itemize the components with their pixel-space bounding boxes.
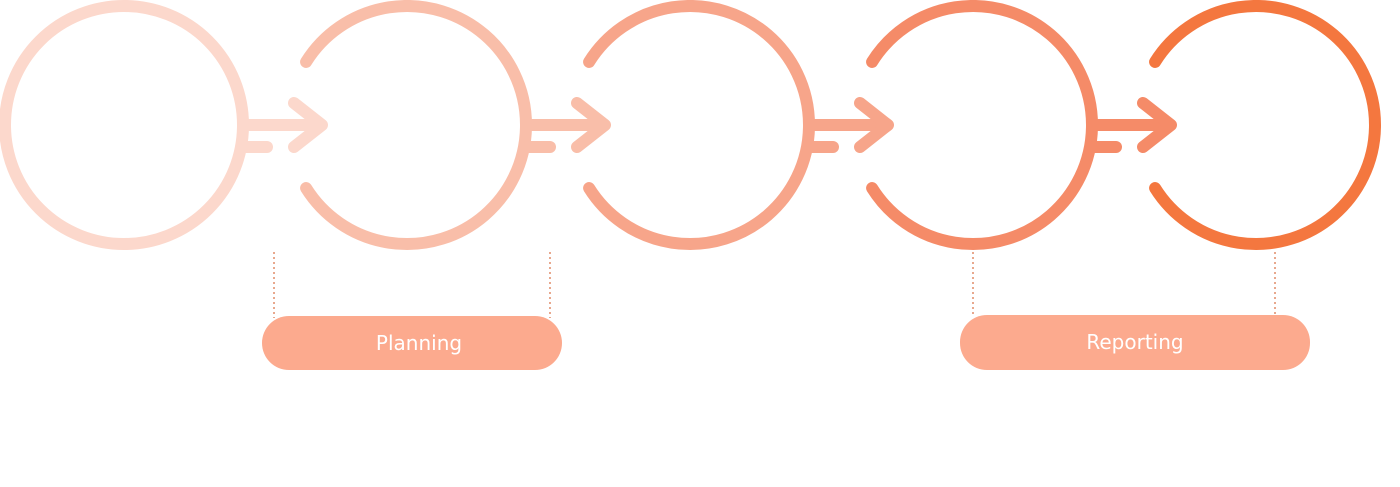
arrow-head xyxy=(1137,97,1177,153)
step-2 xyxy=(300,0,532,250)
phase-groups: Planning Reporting xyxy=(262,252,1310,370)
planning-pill xyxy=(262,316,562,370)
step-ring xyxy=(1149,0,1381,250)
step-ring xyxy=(300,0,532,250)
step-ring xyxy=(583,0,815,250)
step-4 xyxy=(866,0,1098,250)
connector-arrow-2 xyxy=(520,97,611,153)
step-5 xyxy=(1149,0,1381,250)
arrow-head xyxy=(571,97,611,153)
step-3 xyxy=(583,0,815,250)
arrow-head xyxy=(854,97,894,153)
step-1 xyxy=(0,0,249,250)
reporting-label: Reporting xyxy=(1086,330,1183,354)
step-ring xyxy=(866,0,1098,250)
planning-label: Planning xyxy=(376,331,462,355)
reporting-pill xyxy=(960,315,1310,370)
step-ring xyxy=(0,0,249,250)
process-steps xyxy=(0,0,1381,250)
connector-arrow-1 xyxy=(237,97,328,153)
connector-arrow-3 xyxy=(803,97,894,153)
connector-arrow-4 xyxy=(1086,97,1177,153)
arrow-head xyxy=(288,97,328,153)
